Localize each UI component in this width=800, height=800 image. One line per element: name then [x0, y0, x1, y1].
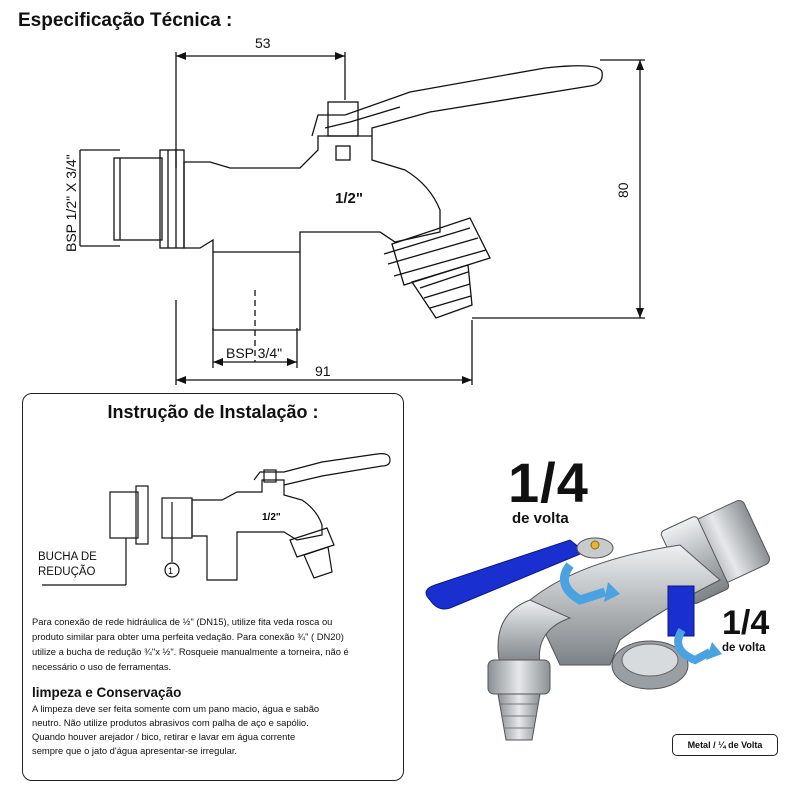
installation-drawing: 1 1/2": [42, 453, 391, 586]
quarter-turn-main: 1/4: [508, 451, 589, 514]
cleaning-text-line: sempre que o jato d'água apresentar-se i…: [32, 745, 238, 756]
dimension-top-label: 53: [255, 35, 271, 51]
installation-text-line: produto similar para obter uma perfeita …: [32, 631, 344, 642]
body-size-mark: 1/2": [335, 190, 363, 207]
installation-size-mark: 1/2": [262, 512, 281, 523]
cleaning-title: limpeza e Conservação: [32, 685, 182, 700]
secondary-rotation-arrow-icon: [674, 627, 712, 665]
dimension-side-thread-label: BSP 1/2" X 3/4": [63, 154, 79, 252]
installation-text: Para conexão de rede hidráulica de ½" (D…: [32, 614, 392, 674]
installation-callout: 1: [168, 566, 173, 576]
hose-nozzle: [497, 693, 541, 741]
technical-drawing: 53 80 91 BSP 1/2" X 3/4" BSP 3/4" 1/2": [63, 35, 645, 385]
quarter-turn-second: 1/4: [722, 604, 770, 642]
reducer-label-line: BUCHA DE: [38, 551, 97, 563]
secondary-lever: [667, 585, 695, 637]
installation-text-line: necessário o uso de ferramentas.: [32, 661, 172, 672]
reducer-label-line: REDUÇÃO: [38, 566, 96, 578]
installation-title: Instrução de Instalação :: [107, 402, 319, 422]
installation-panel: [22, 393, 404, 781]
dimension-bottom-label: 91: [315, 363, 331, 379]
spout-nut: [487, 659, 551, 695]
cleaning-text-line: A limpeza deve ser feita somente com um …: [32, 703, 320, 714]
spec-title: Especificação Técnica :: [18, 10, 233, 31]
quarter-turn-second-sub: de volta: [722, 642, 766, 654]
cleaning-text-line: neutro. Não utilize produtos abrasivos c…: [32, 717, 309, 728]
cleaning-text: A limpeza deve ser feita somente com um …: [32, 702, 397, 758]
dimension-height-label: 80: [615, 182, 631, 198]
quarter-turn-main-sub: de volta: [512, 510, 569, 527]
dimension-bottom-thread-label: BSP 3/4": [226, 345, 282, 361]
installation-text-line: Para conexão de rede hidráulica de ½" (D…: [32, 616, 333, 627]
installation-text-line: utilize a bucha de redução ¾"x ½". Rosqu…: [32, 646, 349, 657]
rotation-arrow-icon: [559, 562, 607, 605]
product-illustration: [425, 499, 771, 741]
reducer-label: BUCHA DE REDUÇÃO: [38, 550, 118, 580]
material-badge: Metal / ¼ de Volta: [672, 734, 778, 756]
cleaning-text-line: Quando houver arejador / bico, retirar e…: [32, 731, 296, 742]
